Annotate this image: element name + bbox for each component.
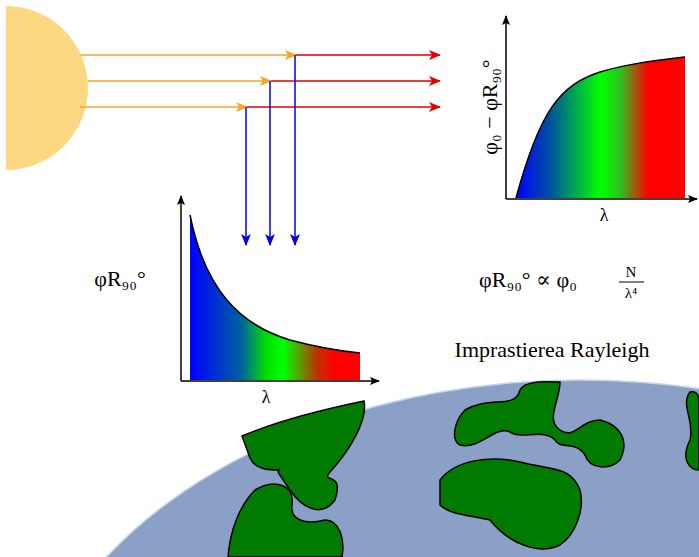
- axis-label: λ: [600, 206, 609, 224]
- axis-label: λ: [262, 388, 271, 406]
- axis-label: φ₀ − φR₉₀°: [479, 59, 501, 154]
- title-text: Imprastierea Rayleigh: [455, 339, 650, 361]
- axis-label: φR₉₀°: [94, 268, 146, 290]
- formula: φR₉₀° ∝ φ₀: [479, 269, 577, 291]
- formula-numerator: N: [626, 265, 637, 280]
- formula-denominator: λ⁴: [625, 286, 638, 301]
